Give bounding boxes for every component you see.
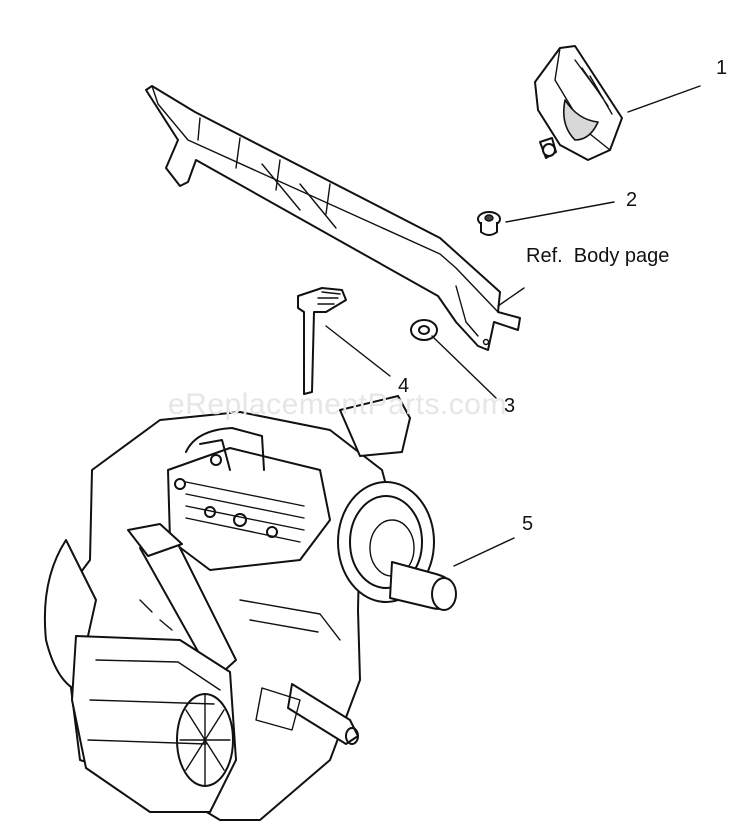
watermark-text: eReplacementParts.com [168, 388, 507, 421]
leader-line-3 [431, 335, 497, 399]
leader-line-1 [627, 85, 701, 113]
part-5-engine [43, 395, 457, 821]
leader-line-2 [505, 201, 615, 223]
part-1-handle-grip [534, 45, 623, 161]
callout-3: 3 [504, 395, 516, 417]
part-2-bushing [477, 211, 501, 236]
leader-line-5 [453, 537, 515, 567]
body-panel-bracket [145, 85, 521, 351]
callout-5: 5 [522, 513, 534, 535]
callout-4: 4 [398, 375, 410, 397]
part-4-throttle-lever [297, 287, 347, 395]
leader-line-ref [497, 287, 525, 307]
callout-2: 2 [626, 189, 638, 211]
callout-1: 1 [716, 57, 728, 79]
leader-lines [325, 85, 701, 567]
part-3-washer [410, 319, 438, 341]
reference-note: Ref. Body page [526, 245, 670, 267]
leader-line-4 [325, 325, 391, 377]
